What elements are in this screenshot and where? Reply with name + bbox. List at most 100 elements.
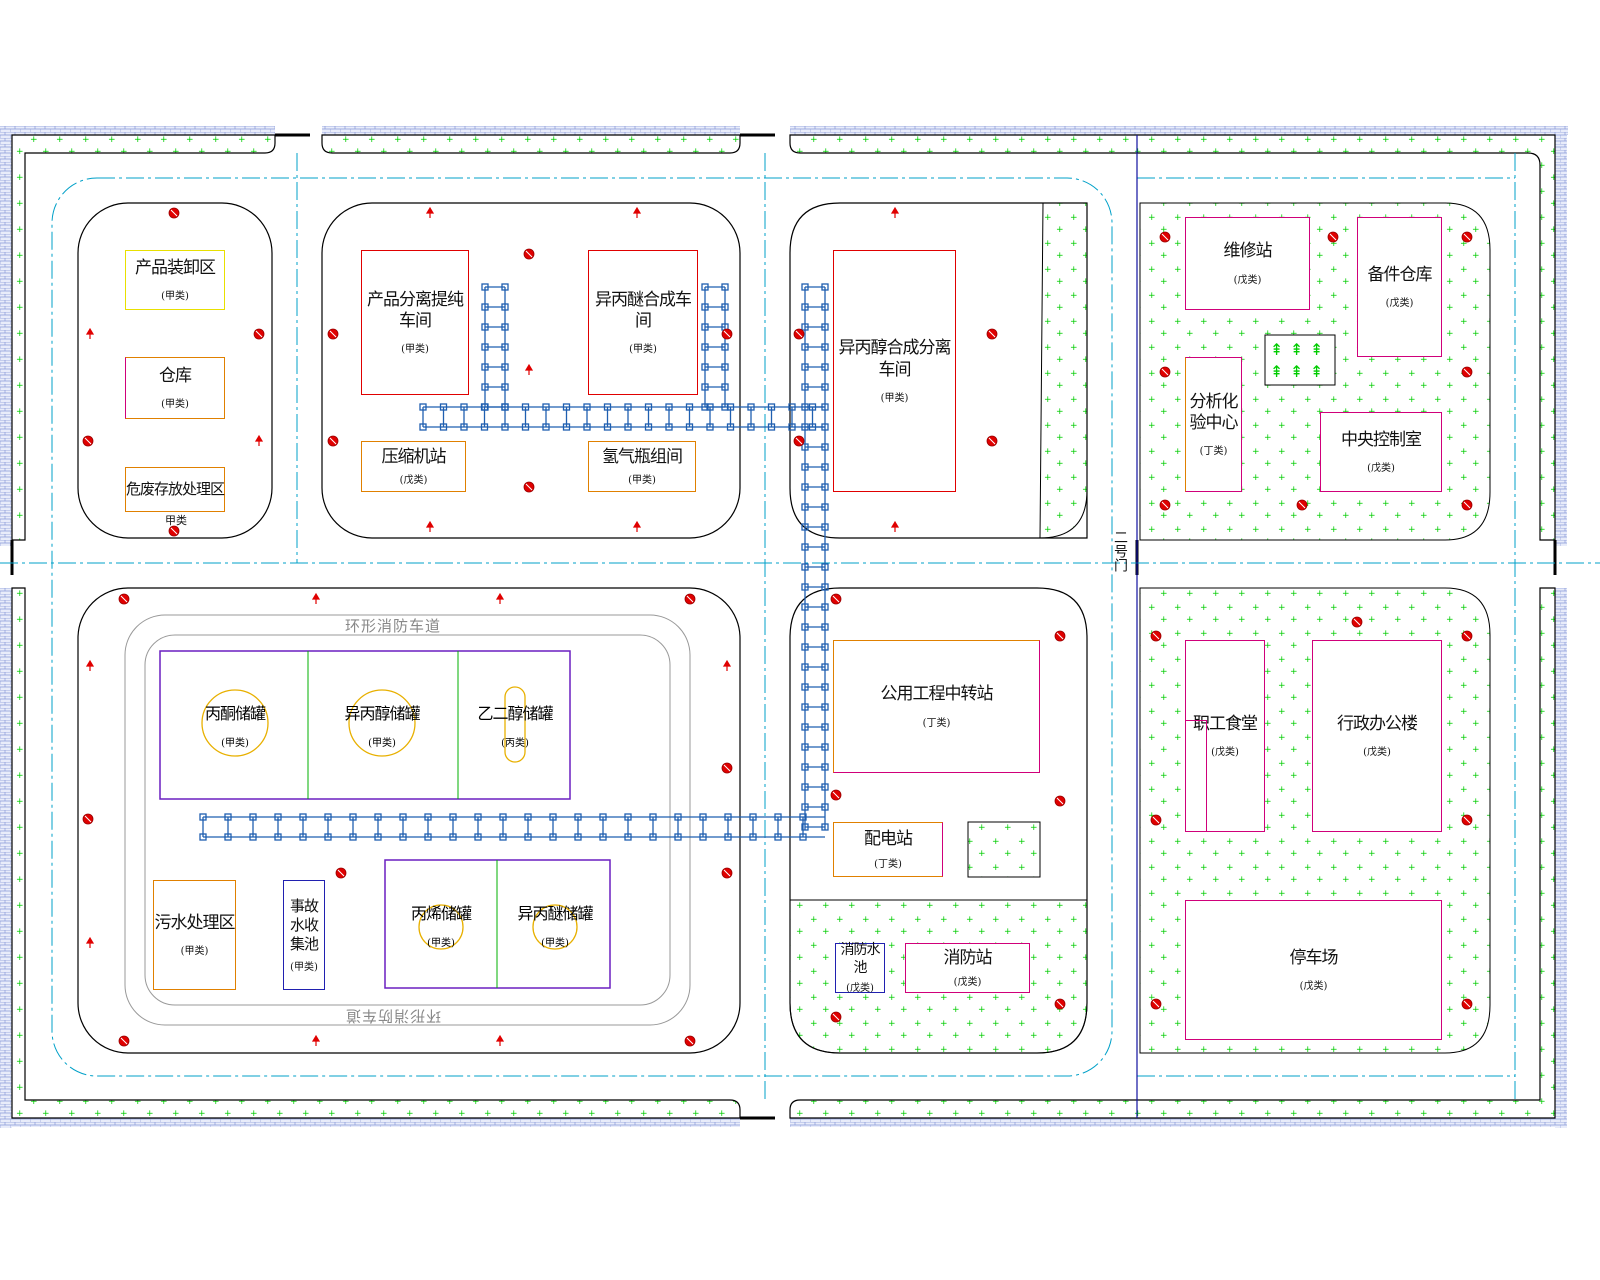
perimeter-greenery: [11, 134, 1556, 1119]
pipe-support: [424, 833, 432, 841]
pipe-support: [821, 783, 829, 791]
fire-class: (甲类): [629, 344, 657, 356]
pipe-support: [801, 523, 809, 531]
pipe-support: [224, 833, 232, 841]
building-office[interactable]: 行政办公楼(戊类): [1312, 640, 1442, 832]
north-arrow-icon: [495, 1034, 505, 1046]
fire-hydrant-icon-mark: [1152, 1000, 1160, 1008]
building-utility[interactable]: 公用工程中转站(丁类): [833, 640, 1040, 773]
fire-hydrant-icon-mark: [1463, 501, 1471, 509]
pipe-support: [481, 283, 489, 291]
building-hydrogen[interactable]: 氢气瓶组间(甲类): [588, 441, 696, 492]
fire-hydrant-icon-mark: [1463, 816, 1471, 824]
building-loading-area[interactable]: 产品装卸区(甲类): [125, 250, 225, 310]
fire-class: (丁类): [1199, 446, 1228, 458]
building-name: 公用工程中转站: [880, 684, 994, 705]
fire-class: 甲类: [165, 514, 187, 527]
fire-hydrant-icon-mark: [337, 869, 345, 877]
fire-class: (甲类): [628, 475, 656, 487]
pipe-support: [562, 423, 571, 431]
pipe-support: [665, 403, 673, 411]
pipe-support: [480, 423, 489, 431]
pipe-support: [788, 403, 796, 411]
building-substation[interactable]: 配电站(丁类): [833, 822, 943, 877]
building-name: 异丙醇合成分离车间: [838, 338, 952, 380]
pipe-support: [821, 803, 829, 811]
pipe-support: [724, 833, 732, 841]
pipe-support: [199, 813, 207, 821]
building-canteen[interactable]: 职工食堂(戊类): [1185, 640, 1265, 832]
fire-hydrant-icon-mark: [1152, 632, 1160, 640]
pipe-support: [801, 603, 809, 611]
pipe-support: [599, 813, 607, 821]
fire-class: (戊类): [846, 983, 874, 994]
building-name: 备件仓库: [1367, 264, 1433, 285]
building-repair[interactable]: 维修站(戊类): [1185, 217, 1310, 310]
building-purification[interactable]: 产品分离提纯车间(甲类): [361, 250, 469, 395]
canteen-annex: [1185, 720, 1207, 832]
pipe-support: [721, 363, 729, 371]
fire-class: (戊类): [1363, 747, 1391, 759]
pipe-support: [821, 543, 829, 551]
building-ipa-synthesis[interactable]: 异丙醇合成分离车间(甲类): [833, 250, 956, 492]
ring-fire-lane-label: 环形消防车道: [345, 617, 442, 635]
building-spares[interactable]: 备件仓库(戊类): [1357, 217, 1442, 357]
fire-hydrants: [82, 207, 1473, 1047]
pipe-support: [821, 663, 829, 671]
pipe-support: [801, 783, 809, 791]
pipe-support: [821, 503, 829, 511]
building-warehouse[interactable]: 仓库(甲类): [125, 357, 225, 419]
pipe-support: [501, 403, 509, 411]
building-name: 压缩机站: [381, 446, 447, 467]
building-hazwaste[interactable]: 危废存放处理区: [125, 467, 225, 512]
pipe-support: [801, 563, 809, 571]
pipe-support: [747, 423, 755, 431]
pipe-support: [801, 663, 809, 671]
accident-water-pool[interactable]: 事故水收集池(甲类): [283, 880, 325, 990]
fire-hydrant-icon-mark: [1463, 368, 1471, 376]
building-sewage[interactable]: 污水处理区(甲类): [153, 880, 236, 990]
pipe-support: [419, 423, 427, 431]
fire-class: (甲类): [290, 961, 318, 973]
pipe-support: [801, 383, 809, 391]
pipe-support: [724, 813, 732, 821]
building-name: 分析化验中心: [1189, 391, 1239, 433]
pipe-support: [542, 423, 550, 431]
building-ether-synthesis[interactable]: 异丙醚合成车间(甲类): [588, 250, 698, 395]
building-fire-pool[interactable]: 消防水池(戊类): [835, 942, 885, 994]
pipe-support: [821, 823, 829, 831]
north-arrow-icon: [425, 520, 435, 532]
pipe-support: [521, 403, 530, 411]
ring-fire-lane-label-bottom: 环形消防车道: [345, 1007, 442, 1025]
north-arrow-icon: [425, 206, 435, 218]
fire-hydrant-icon-mark: [1056, 632, 1064, 640]
pipe-support: [501, 343, 509, 351]
fire-hydrant-icon-mark: [84, 815, 92, 823]
pipe-support: [821, 303, 829, 311]
pipe-support: [599, 833, 607, 841]
parking-lot[interactable]: 停车场(戊类): [1185, 900, 1442, 1040]
svg-text:⇞: ⇞: [1290, 340, 1303, 359]
building-lab[interactable]: 分析化验中心 (丁类): [1185, 357, 1242, 492]
building-name: 危废存放处理区: [126, 480, 225, 499]
building-control-room[interactable]: 中央控制室(戊类): [1320, 412, 1442, 492]
pipe-support: [224, 813, 232, 821]
acetone-tank: [201, 689, 269, 757]
north-arrow-icon: [254, 434, 264, 446]
pipe-support: [701, 343, 709, 351]
pipe-support: [801, 463, 809, 471]
pipe-support: [701, 283, 709, 291]
fire-hydrant-icon-mark: [723, 764, 731, 772]
pipe-rack: [199, 283, 829, 841]
building-compressor[interactable]: 压缩机站(戊类): [361, 441, 466, 492]
pipe-support: [419, 403, 427, 411]
pipe-support: [199, 833, 207, 841]
gate-2-label: 二号门: [1112, 530, 1128, 572]
building-name: 中央控制室: [1341, 429, 1422, 450]
building-fire-station[interactable]: 消防站(戊类): [905, 943, 1030, 993]
pipe-support: [324, 833, 332, 841]
fire-hydrant-icon-mark: [170, 209, 178, 217]
pipe-support: [749, 813, 757, 821]
pipe-support: [774, 833, 782, 841]
